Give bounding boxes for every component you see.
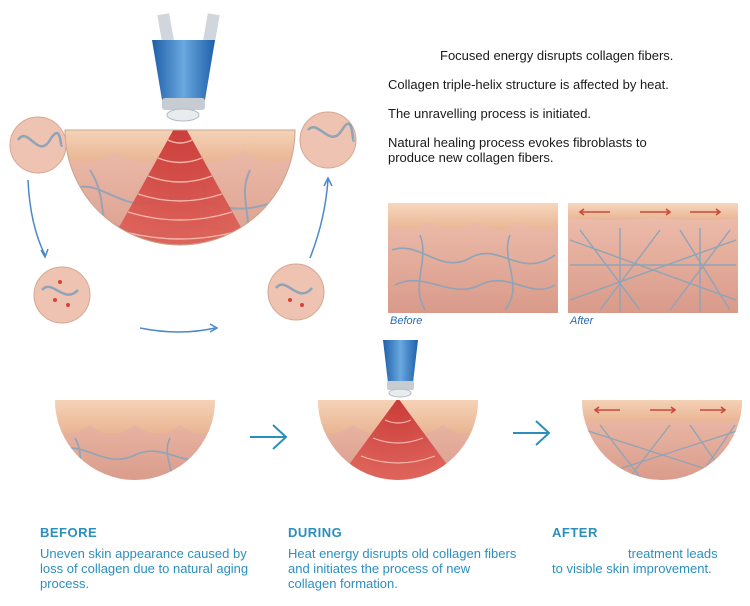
before-description: Uneven skin appearance caused by loss of… [40, 546, 249, 591]
arrow-right-icon [513, 420, 551, 446]
step-text: Focused energy disrupts collagen fibers. [440, 48, 674, 63]
heat-cone [112, 130, 248, 245]
during-cross-section [318, 400, 478, 480]
during-description: Heat energy disrupts old collagen fibers… [288, 546, 517, 591]
before-column: BEFORE Uneven skin appearance caused by … [40, 525, 270, 591]
after-title: AFTER [552, 525, 598, 540]
process-steps: Focused energy disrupts collagen fibers.… [388, 48, 728, 179]
before-panel [388, 203, 558, 313]
before-panel-label: Before [390, 315, 423, 327]
after-cross-section [582, 400, 742, 480]
step-text: Collagen triple-helix structure is affec… [388, 77, 669, 92]
after-panel [568, 203, 738, 313]
step-text: Natural healing process evokes fibroblas… [388, 135, 647, 165]
during-title: DURING [288, 525, 343, 540]
before-cross-section [55, 400, 215, 480]
before-title: BEFORE [40, 525, 98, 540]
energy-cross-section [64, 129, 296, 246]
after-panel-label: After [570, 315, 594, 327]
after-description: treatment leads to visible skin improvem… [552, 546, 718, 576]
helix-detail-circle-3 [33, 266, 91, 324]
curved-arrow-icon [27, 176, 333, 333]
ultrasound-applicator-icon [152, 13, 220, 122]
after-column: AFTER treatment leads to visible skin im… [552, 525, 722, 576]
arrow-right-icon [250, 424, 288, 450]
helix-detail-circle-4 [267, 263, 325, 321]
helix-detail-circle-2 [299, 111, 357, 169]
helix-detail-circle-1 [9, 116, 67, 174]
during-column: DURING Heat energy disrupts old collagen… [288, 525, 518, 591]
ultrasound-applicator-icon [383, 340, 418, 398]
step-text: The unravelling process is initiated. [388, 106, 592, 121]
